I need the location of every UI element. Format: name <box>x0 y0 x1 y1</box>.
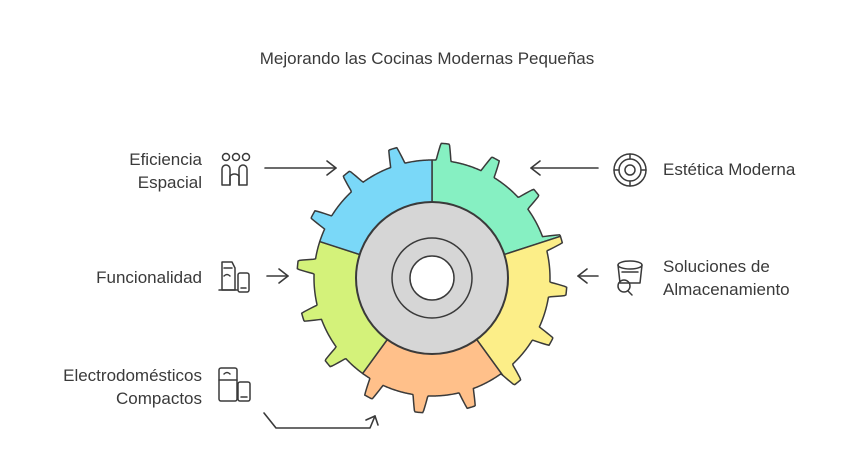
target-circle-icon <box>613 153 647 187</box>
compact-appliances-icon <box>218 367 251 402</box>
arrow-soluciones <box>577 268 599 284</box>
label-line: Funcionalidad <box>96 268 202 287</box>
people-group-icon <box>221 152 251 186</box>
storage-bucket-icon <box>617 260 643 296</box>
arrow-electro <box>263 412 379 429</box>
label-electrodomesticos-compactos: Electrodomésticos Compactos <box>63 364 202 410</box>
arrow-eficiencia <box>264 160 337 176</box>
hub-center-hole <box>409 255 455 301</box>
arrow-funcionalidad <box>266 268 289 284</box>
diagram-title: Mejorando las Cocinas Modernas Pequeñas <box>259 49 595 68</box>
label-line: Eficiencia <box>129 150 202 169</box>
label-soluciones-almacenamiento: Soluciones de Almacenamiento <box>663 255 790 301</box>
label-line: Espacial <box>137 173 202 192</box>
label-line: Compactos <box>116 389 202 408</box>
label-estetica-moderna: Estética Moderna <box>663 158 795 181</box>
label-funcionalidad: Funcionalidad <box>96 266 202 289</box>
label-eficiencia-espacial: Eficiencia Espacial <box>129 148 202 194</box>
label-line: Soluciones de <box>663 257 770 276</box>
label-line: Estética Moderna <box>663 160 796 179</box>
label-line: Electrodomésticos <box>63 366 202 385</box>
arrow-estetica <box>530 160 599 176</box>
appliances-icon <box>218 261 250 293</box>
label-line: Almacenamiento <box>663 280 790 299</box>
